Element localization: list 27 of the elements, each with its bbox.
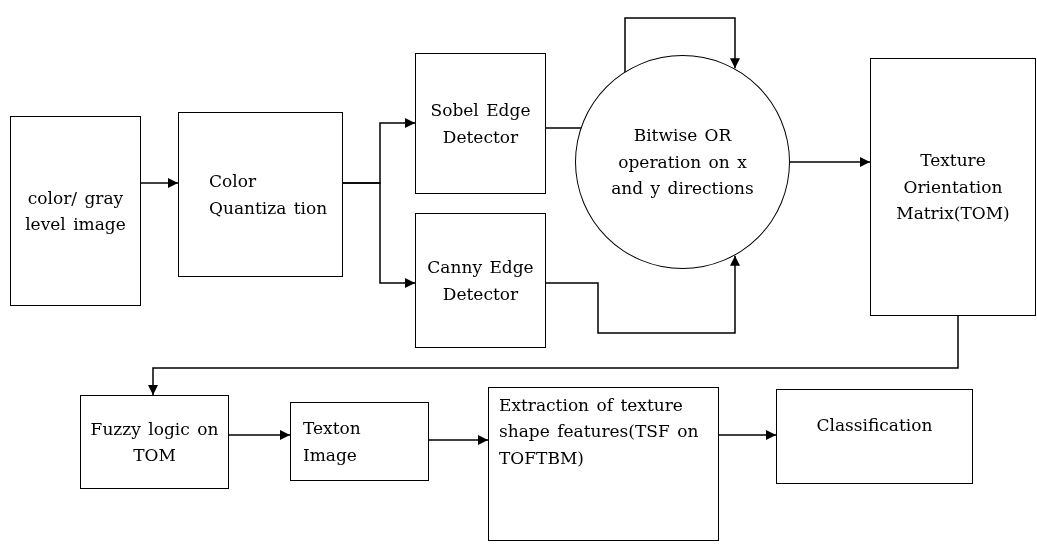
process-box	[80, 395, 229, 489]
arrow	[428, 435, 489, 445]
node-label: Color Quantiza tion	[209, 170, 329, 220]
node-label: Texton Image	[303, 417, 362, 467]
arrow	[140, 178, 179, 188]
node-label: Fuzzy logic on TOM	[89, 417, 220, 467]
node-label: Extraction of texture shape features(TSF on TOFTBM)	[499, 394, 700, 470]
node-label: Bitwise OR operation on x and y directions	[610, 124, 755, 201]
node-label: Sobel Edge Detector	[429, 99, 532, 149]
process-box	[870, 58, 1036, 316]
process-box	[776, 389, 973, 484]
process-box	[488, 387, 719, 541]
arrow	[789, 157, 871, 167]
node-label: Classification	[816, 414, 933, 437]
arrow	[342, 182, 416, 288]
process-box	[415, 53, 546, 194]
node-label: color/ gray level image	[24, 186, 127, 236]
arrow	[148, 315, 959, 396]
process-box	[290, 402, 429, 481]
arrow	[228, 430, 291, 440]
process-box	[415, 213, 546, 348]
arrow	[545, 255, 740, 334]
process-box	[10, 116, 141, 306]
arrow	[718, 430, 777, 440]
process-box	[178, 112, 343, 277]
node-label: Canny Edge Detector	[426, 256, 535, 306]
node-label: Texture Orientation Matrix(TOM)	[895, 149, 1011, 226]
